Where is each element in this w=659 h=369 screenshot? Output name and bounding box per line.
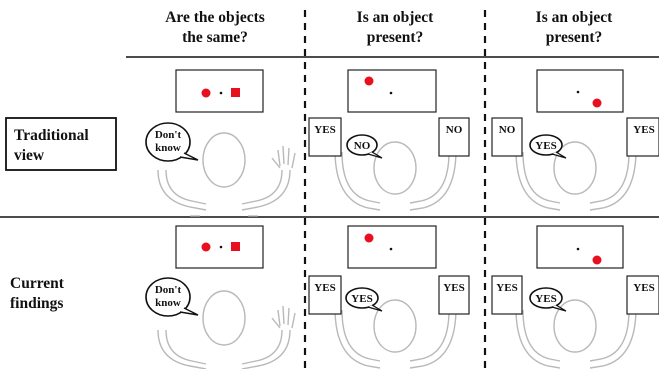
column-header-present-2: Is an object present? bbox=[536, 9, 613, 46]
speech-bubble bbox=[345, 287, 379, 309]
speech-bubble bbox=[145, 277, 191, 317]
row-label-line-2: view bbox=[14, 147, 45, 164]
speech-bubble-text: YES bbox=[351, 293, 372, 305]
fixation-dot bbox=[389, 91, 393, 95]
panel-current-same: Don't know bbox=[145, 225, 296, 369]
red-circle-stimulus bbox=[201, 88, 211, 98]
left-response-card bbox=[491, 117, 523, 157]
left-response-card bbox=[491, 275, 523, 315]
red-circle-stimulus bbox=[364, 233, 374, 243]
right-card-label: YES bbox=[443, 282, 464, 294]
left-card-label: YES bbox=[314, 124, 335, 136]
left-response-card bbox=[308, 275, 342, 315]
observer-figure bbox=[515, 299, 637, 369]
stimulus-screen bbox=[175, 69, 264, 113]
red-circle-stimulus bbox=[592, 98, 602, 108]
panel-current-present-2: YES YES YES bbox=[491, 225, 659, 369]
speech-bubble bbox=[346, 134, 378, 156]
stimulus-screen bbox=[536, 69, 624, 113]
column-header-line-2: the same? bbox=[182, 29, 248, 46]
fixation-dot bbox=[576, 90, 580, 94]
column-header-line-1: Are the objects bbox=[165, 9, 265, 26]
panel-traditional-same: Don't know bbox=[145, 69, 296, 217]
left-response-card bbox=[308, 117, 342, 157]
left-card-label: YES bbox=[496, 282, 517, 294]
right-card-label: YES bbox=[633, 282, 654, 294]
red-circle-stimulus bbox=[201, 242, 211, 252]
left-card-label: NO bbox=[499, 124, 516, 136]
observer-figure bbox=[515, 141, 637, 211]
right-response-card bbox=[626, 275, 659, 315]
row-label-line-2: findings bbox=[10, 295, 63, 312]
row-label-line-1: Current bbox=[10, 275, 65, 292]
speech-bubble-text: YES bbox=[535, 140, 556, 152]
red-circle-stimulus bbox=[364, 76, 374, 86]
red-circle-stimulus bbox=[592, 255, 602, 265]
red-square-stimulus bbox=[231, 88, 240, 97]
observer-figure bbox=[157, 290, 296, 369]
red-square-stimulus bbox=[231, 242, 240, 251]
panel-current-present-1: YES YES YES bbox=[308, 225, 470, 369]
stimulus-screen bbox=[536, 225, 624, 269]
row-label-current-findings: Current findings bbox=[10, 275, 65, 312]
stimulus-screen bbox=[175, 225, 264, 269]
fixation-dot bbox=[219, 91, 223, 95]
column-header-present-1: Is an object present? bbox=[357, 9, 434, 46]
panel-traditional-present-1: YES NO NO bbox=[308, 69, 470, 211]
speech-bubble-line-1: Don't bbox=[155, 129, 182, 141]
speech-bubble-text: YES bbox=[535, 293, 556, 305]
fixation-dot bbox=[389, 247, 393, 251]
speech-bubble bbox=[529, 134, 563, 156]
right-response-card bbox=[438, 275, 470, 315]
stimulus-screen bbox=[347, 69, 437, 113]
speech-bubble-line-1: Don't bbox=[155, 284, 182, 296]
fixation-dot bbox=[219, 245, 223, 249]
right-response-card bbox=[626, 117, 659, 157]
speech-bubble bbox=[529, 287, 563, 309]
column-header-same: Are the objects the same? bbox=[165, 9, 265, 46]
speech-bubble-text: NO bbox=[354, 140, 371, 152]
panel-traditional-present-2: NO YES YES bbox=[491, 69, 659, 211]
column-header-line-2: present? bbox=[546, 29, 603, 46]
row-label-line-1: Traditional bbox=[14, 127, 89, 144]
column-header-line-1: Is an object bbox=[536, 9, 613, 26]
column-header-line-2: present? bbox=[367, 29, 424, 46]
fixation-dot bbox=[576, 247, 580, 251]
observer-figure bbox=[334, 299, 457, 369]
observer-figure bbox=[157, 132, 296, 217]
right-card-label: YES bbox=[633, 124, 654, 136]
speech-bubble-line-2: know bbox=[155, 297, 181, 309]
right-response-card bbox=[438, 117, 470, 157]
left-card-label: YES bbox=[314, 282, 335, 294]
speech-bubble bbox=[145, 122, 191, 162]
row-label-traditional-view: Traditional view bbox=[5, 117, 117, 171]
right-card-label: NO bbox=[446, 124, 463, 136]
observer-figure bbox=[334, 141, 457, 211]
stimulus-screen bbox=[347, 225, 437, 269]
speech-bubble-line-2: know bbox=[155, 142, 181, 154]
column-header-line-1: Is an object bbox=[357, 9, 434, 26]
